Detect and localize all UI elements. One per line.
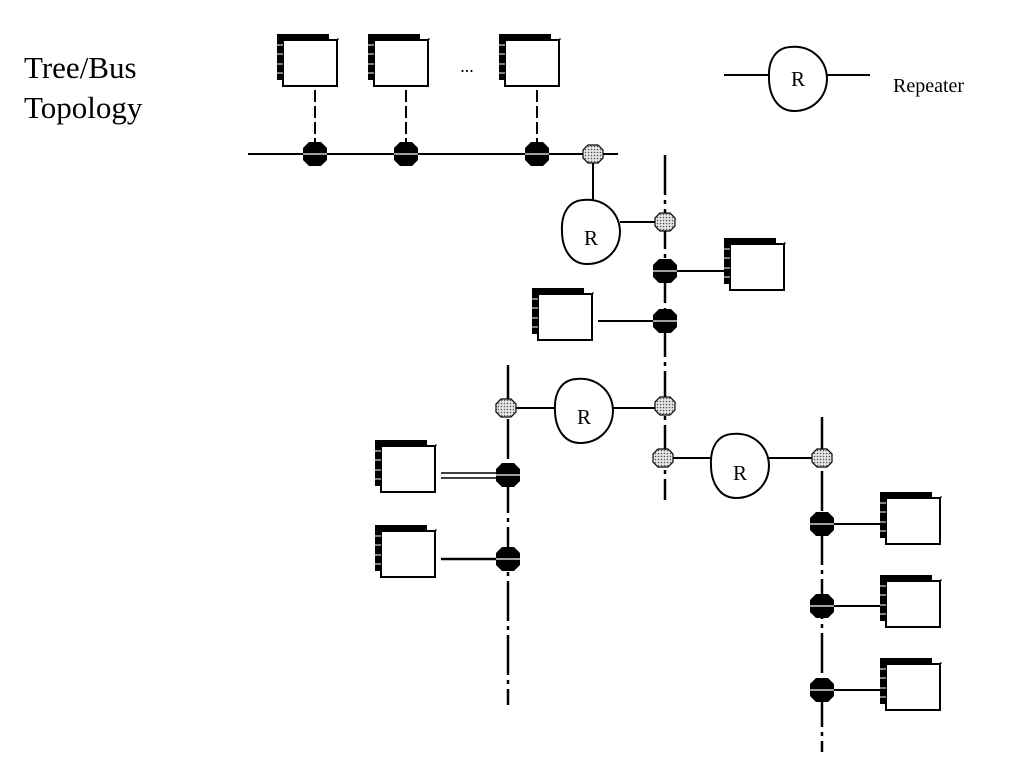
tap-icon xyxy=(809,677,835,703)
tap-icon xyxy=(809,511,835,537)
terminal-icon xyxy=(723,237,787,291)
repeater-1: R xyxy=(560,198,621,265)
tap-icon xyxy=(393,141,419,167)
repeater-2: R xyxy=(553,377,614,444)
title-line-2: Topology xyxy=(24,90,143,125)
connector-icon xyxy=(654,396,676,416)
legend-repeater-letter: R xyxy=(791,67,805,91)
connector-icon xyxy=(495,398,517,418)
page-title: Tree/Bus Topology xyxy=(24,50,143,125)
tap-icon xyxy=(495,462,521,488)
terminal-icon xyxy=(367,33,431,87)
terminal-icon xyxy=(374,439,438,493)
terminal-icon xyxy=(531,287,595,341)
terminal-icon xyxy=(879,491,943,545)
repeater-1-letter: R xyxy=(584,226,598,250)
repeater-3-letter: R xyxy=(733,461,747,485)
repeaters: R R R xyxy=(553,198,770,499)
tap-icon xyxy=(652,258,678,284)
terminal-icon xyxy=(276,33,340,87)
connector-icon xyxy=(811,448,833,468)
terminal-icon xyxy=(879,574,943,628)
legend-label: Repeater xyxy=(893,75,964,97)
tap-icon xyxy=(495,546,521,572)
connector-icon xyxy=(582,144,604,164)
terminals xyxy=(276,33,943,711)
connector-icon xyxy=(652,448,674,468)
tap-icon xyxy=(302,141,328,167)
tap-icon xyxy=(809,593,835,619)
legend: R Repeater xyxy=(724,45,964,112)
terminal-icon xyxy=(498,33,562,87)
tap-icon xyxy=(652,308,678,334)
terminal-icon xyxy=(374,524,438,578)
terminal-icon xyxy=(879,657,943,711)
tap-icon xyxy=(524,141,550,167)
repeater-3: R xyxy=(709,432,770,499)
connector-icon xyxy=(654,212,676,232)
repeater-2-letter: R xyxy=(577,405,591,429)
title-line-1: Tree/Bus xyxy=(24,50,137,85)
ellipsis-more-terminals: ... xyxy=(460,56,474,76)
